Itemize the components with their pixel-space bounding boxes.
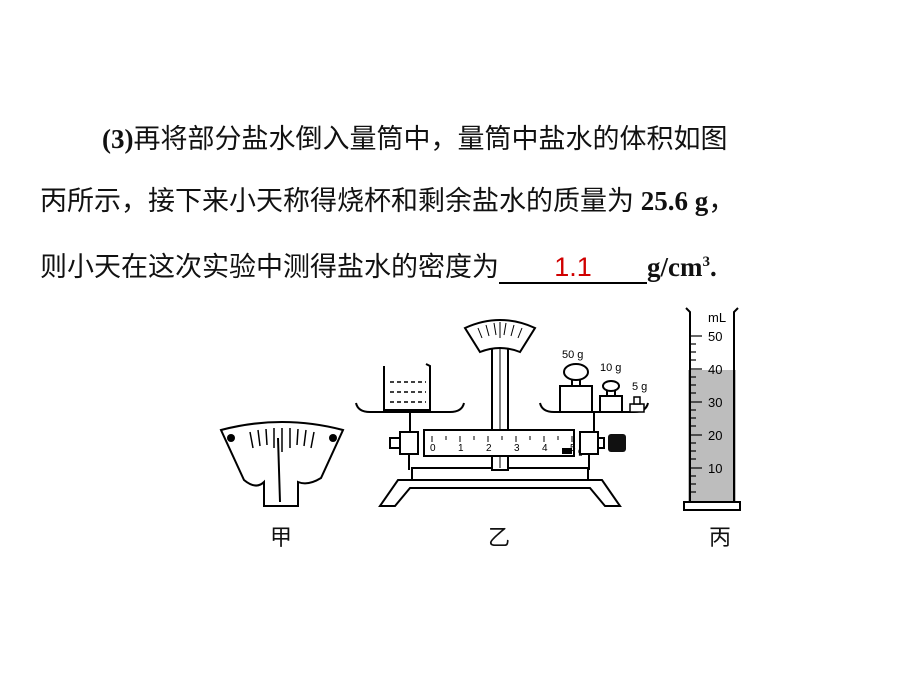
weight-label-10g: 10 g: [600, 362, 621, 374]
beam-scale-0: 0: [430, 443, 436, 454]
beam-scale-3: 3: [514, 443, 520, 454]
question-text-2: 丙所示，接下来小天称得烧杯和剩余盐水的质量为: [40, 186, 634, 217]
beam-scale-1: 1: [458, 443, 464, 454]
density-unit: g/cm: [647, 252, 703, 282]
weight-label-50g: 50 g: [562, 349, 583, 361]
beam-scale-5: 5: [570, 443, 576, 454]
label-bing: 丙: [709, 526, 732, 551]
label-jia: 甲: [270, 526, 293, 551]
label-yi: 乙: [488, 526, 511, 551]
cylinder-tick-10: 10: [708, 461, 722, 476]
figure-jia-dial: [219, 421, 345, 507]
cylinder-tick-20: 20: [708, 428, 722, 443]
question-line-1: (3)再将部分盐水倒入量筒中，量筒中盐水的体积如图: [102, 122, 727, 157]
period: .: [709, 252, 717, 282]
question-text-3: 则小天在这次实验中测得盐水的密度为: [40, 252, 499, 283]
cylinder-tick-30: 30: [708, 395, 722, 410]
cylinder-unit: mL: [708, 310, 726, 325]
comma: ，: [708, 186, 736, 217]
mass-value: 25.6 g: [634, 186, 709, 216]
cylinder-tick-50: 50: [708, 329, 722, 344]
beam-scale-2: 2: [486, 443, 492, 454]
question-text-1: 再将部分盐水倒入量筒中，量筒中盐水的体积如图: [133, 124, 728, 155]
question-line-2: 丙所示，接下来小天称得烧杯和剩余盐水的质量为 25.6 g，: [40, 184, 735, 219]
unit-exponent: 3: [702, 254, 710, 270]
cylinder-tick-40: 40: [708, 362, 722, 377]
question-number: (3): [102, 124, 134, 154]
figure-bing-cylinder: mL 50 40 30 20 10: [683, 307, 741, 511]
figure-yi-balance: 50 g 10 g 5 g 0 1 2 3 4 5 g: [355, 319, 649, 507]
beam-scale-4: 4: [542, 443, 548, 454]
weight-label-5g: 5 g: [632, 381, 647, 393]
answer-blank: 1.1: [499, 252, 647, 284]
